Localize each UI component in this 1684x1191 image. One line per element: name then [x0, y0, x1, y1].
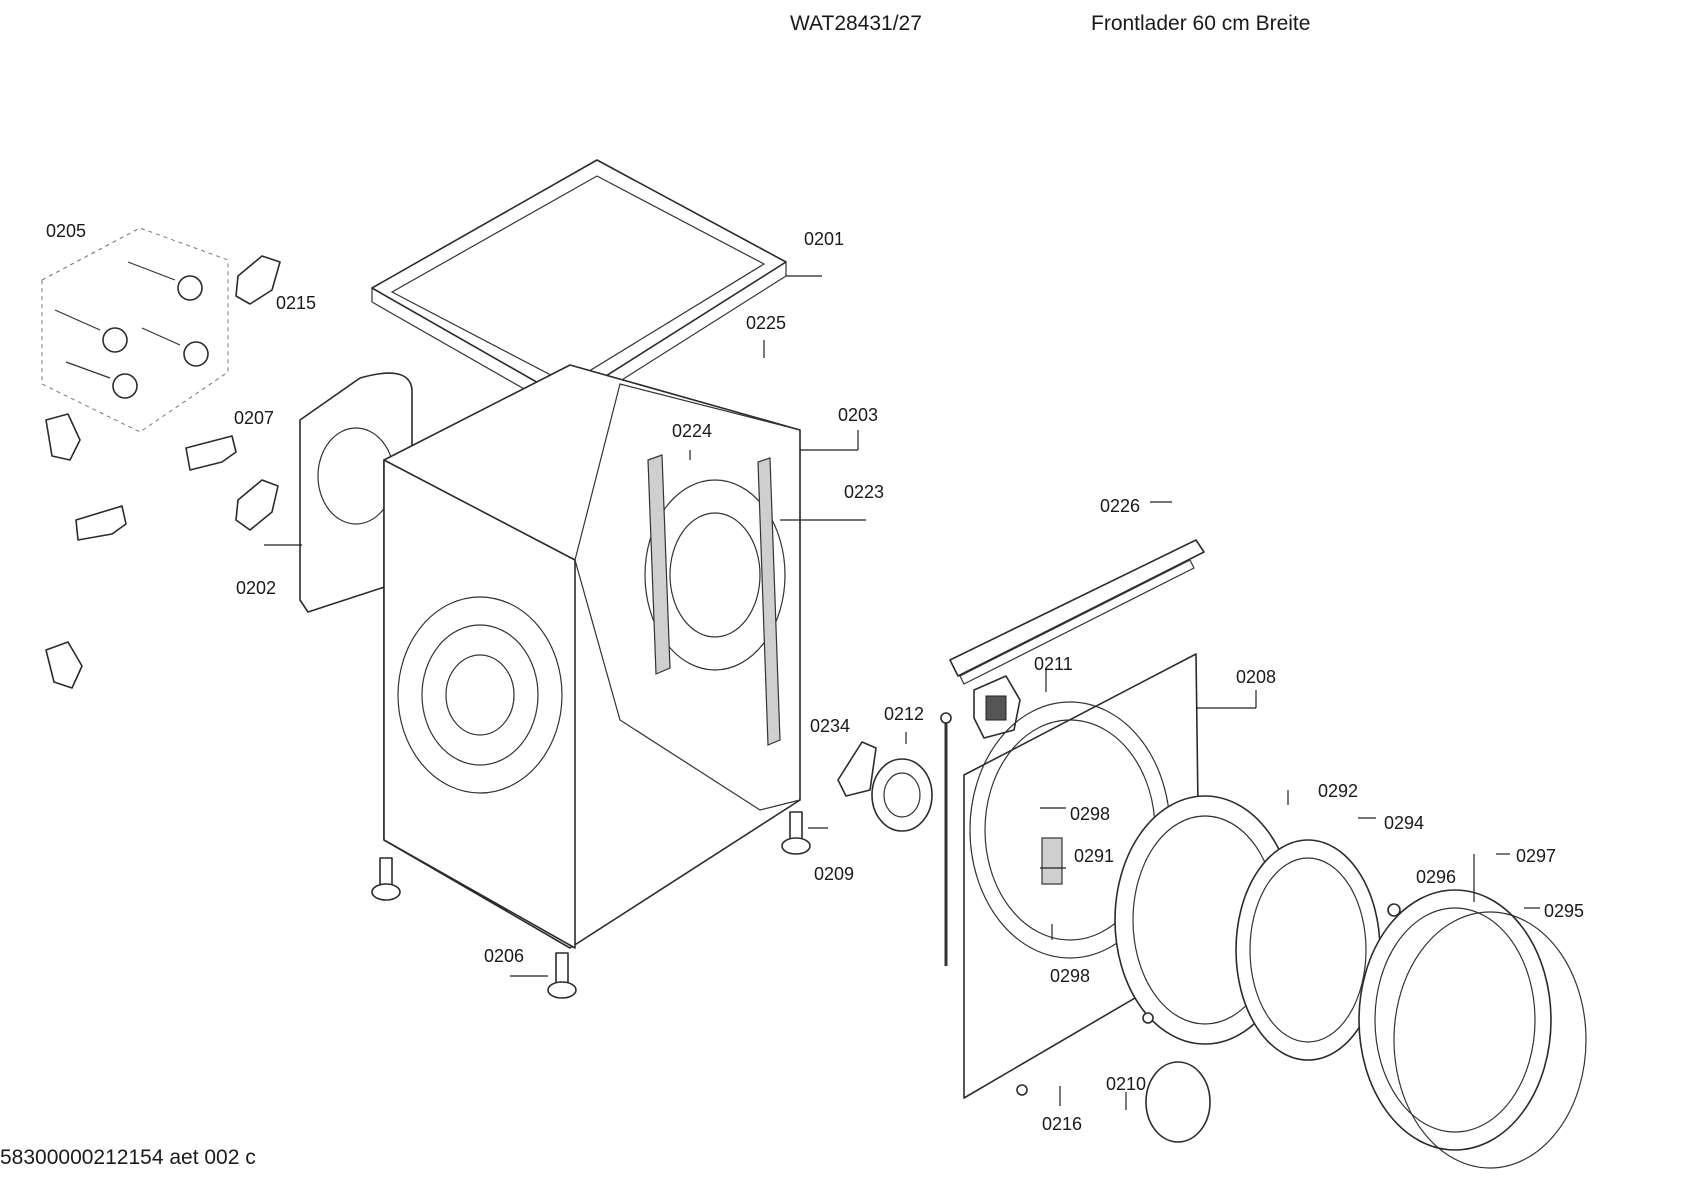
label-0203: 0203: [838, 405, 878, 425]
screws: [1016, 903, 1401, 1096]
label-0223: 0223: [844, 482, 884, 502]
part-0224-left-rail[interactable]: [647, 454, 671, 675]
label-0202: 0202: [236, 578, 276, 598]
label-0297: 0297: [1516, 846, 1556, 866]
label-0296: 0296: [1416, 867, 1456, 887]
part-labels: 0205 0215 0207 0202 0201 0225 0203 0224 …: [46, 221, 1584, 1134]
part-0226-panel-bar[interactable]: [949, 539, 1205, 685]
main-cabinet: [383, 364, 801, 949]
part-0297-outer-ring[interactable]: [1358, 889, 1552, 1151]
part-0207-brackets[interactable]: [75, 435, 237, 541]
label-0298-bottom: 0298: [1050, 966, 1090, 986]
part-0205-foot-kit[interactable]: [41, 227, 229, 433]
label-0209: 0209: [814, 864, 854, 884]
part-0211-module[interactable]: [973, 675, 1021, 739]
model-number: WAT28431/27: [790, 12, 922, 35]
label-0212: 0212: [884, 704, 924, 724]
small-clips: [45, 413, 279, 689]
label-0216: 0216: [1042, 1114, 1082, 1134]
part-0212-rod[interactable]: [940, 712, 952, 966]
label-0205: 0205: [46, 221, 86, 241]
label-0201: 0201: [804, 229, 844, 249]
part-0209-cap[interactable]: [871, 758, 933, 832]
label-0294: 0294: [1384, 813, 1424, 833]
label-0226: 0226: [1100, 496, 1140, 516]
part-0210-cover[interactable]: [1145, 1061, 1211, 1143]
label-0298-top: 0298: [1070, 804, 1110, 824]
part-0206-feet[interactable]: [371, 811, 811, 999]
label-0291: 0291: [1074, 846, 1114, 866]
label-0225: 0225: [746, 313, 786, 333]
label-0224: 0224: [672, 421, 712, 441]
leader-lines: [264, 275, 1540, 1110]
part-0215-clip[interactable]: [235, 255, 281, 305]
label-0215: 0215: [276, 293, 316, 313]
part-0234-bracket[interactable]: [837, 741, 877, 797]
label-0211: 0211: [1034, 654, 1073, 674]
label-0292: 0292: [1318, 781, 1358, 801]
label-0208: 0208: [1236, 667, 1276, 687]
label-0234: 0234: [810, 716, 850, 736]
label-0210: 0210: [1106, 1074, 1146, 1094]
label-0207: 0207: [234, 408, 274, 428]
appliance-description: Frontlader 60 cm Breite: [1091, 12, 1311, 35]
label-0295: 0295: [1544, 901, 1584, 921]
part-0223-right-rail[interactable]: [757, 457, 781, 746]
document-code: 58300000212154 aet 002 c: [0, 1146, 256, 1169]
part-0295-trim-ring[interactable]: [1393, 911, 1587, 1169]
label-0206: 0206: [484, 946, 524, 966]
